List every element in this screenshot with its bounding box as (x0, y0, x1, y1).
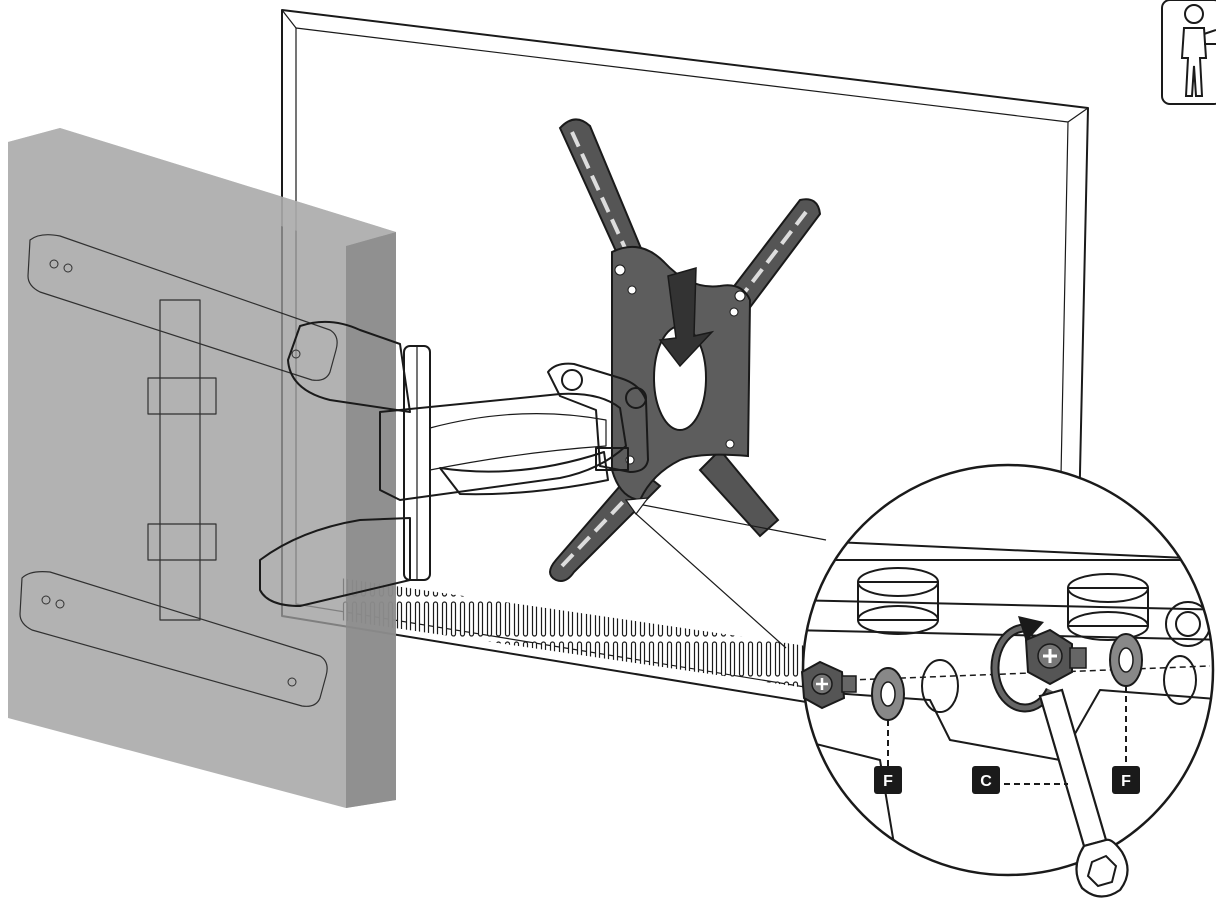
wall-plate (19, 234, 338, 707)
articulating-arm (259, 320, 649, 607)
two-person-assembly-icon (1161, 0, 1216, 105)
rotate-arrow-icon (990, 616, 1055, 713)
down-arrow-icon (658, 266, 715, 368)
label-washer-right: F (1112, 766, 1140, 794)
svg-text:F: F (1121, 773, 1131, 790)
detail-magnifier (801, 463, 1215, 877)
wall-block (8, 128, 396, 808)
phillips-screw-icon (1024, 628, 1087, 686)
wrench-icon (1038, 688, 1129, 898)
svg-text:F: F (883, 773, 893, 790)
label-leaders (887, 686, 1127, 785)
vent-slots (340, 578, 820, 690)
phillips-screw-icon (800, 660, 857, 710)
label-wrench: C (972, 766, 1000, 794)
washer-icon (871, 667, 905, 721)
washer-icon (1109, 633, 1143, 687)
svg-text:C: C (980, 773, 992, 790)
callout-lines (624, 497, 827, 649)
label-washer-left: F (874, 766, 902, 794)
